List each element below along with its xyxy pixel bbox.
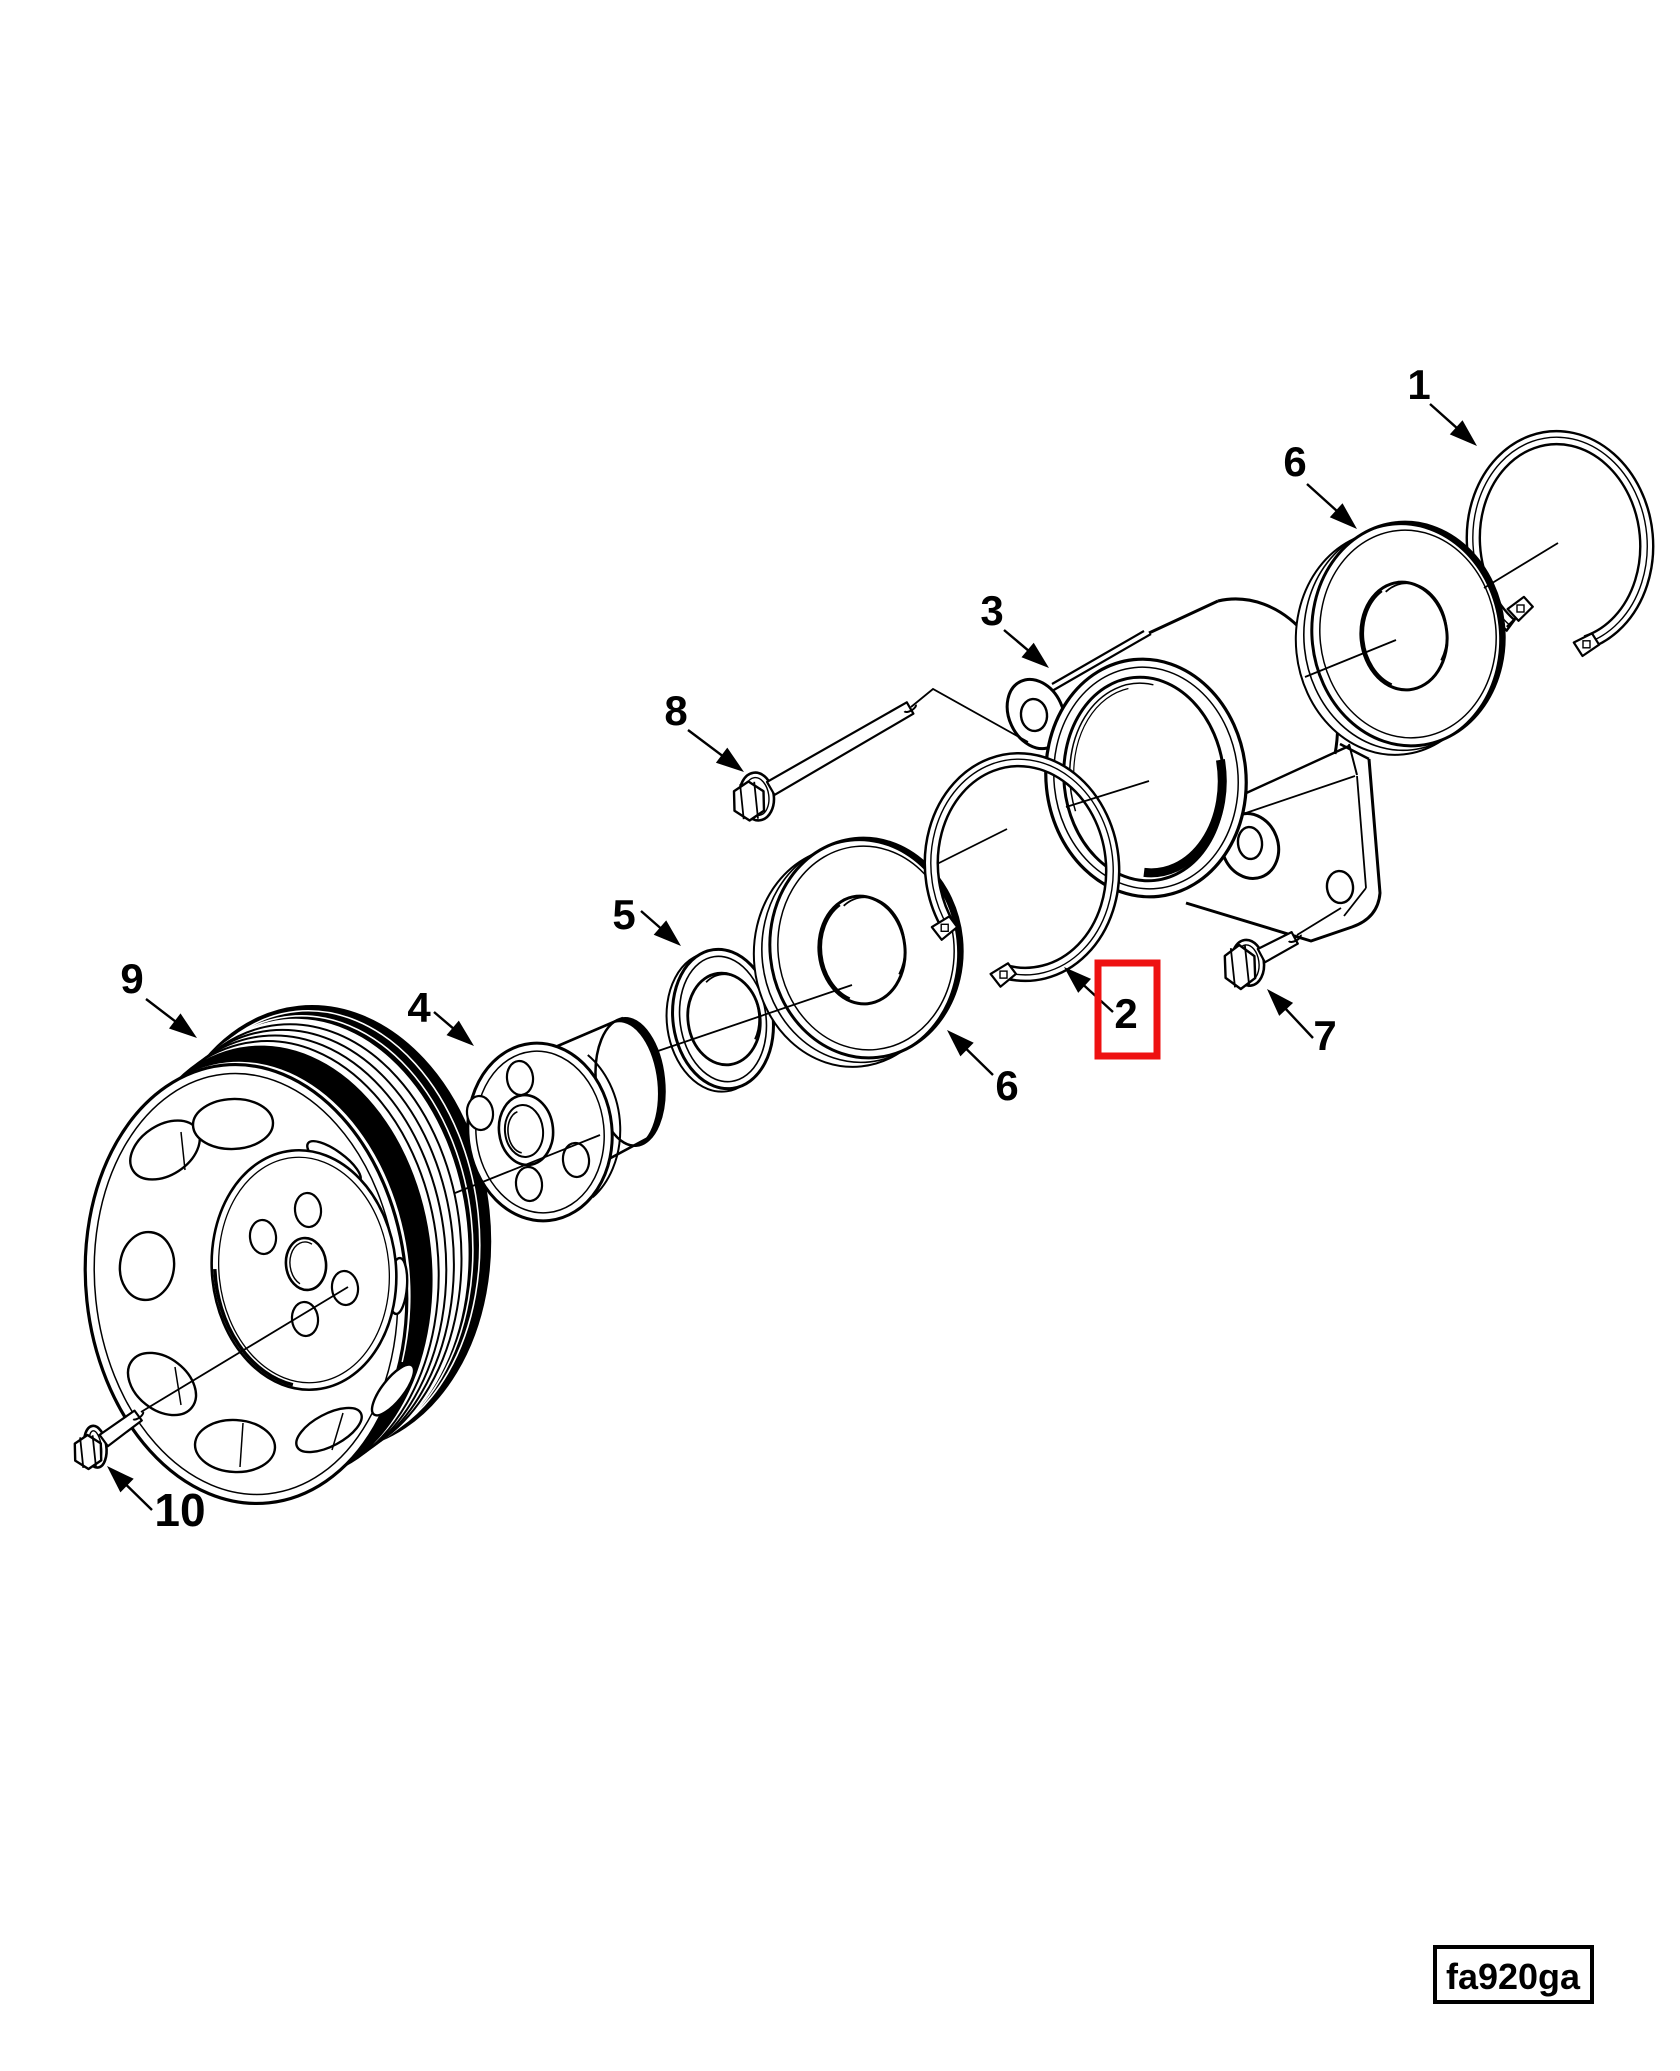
svg-text:5: 5	[612, 891, 635, 938]
svg-text:1: 1	[1407, 361, 1430, 408]
svg-text:2: 2	[1114, 990, 1137, 1037]
svg-text:10: 10	[154, 1484, 205, 1536]
svg-text:6: 6	[995, 1062, 1018, 1109]
svg-text:6: 6	[1283, 438, 1306, 485]
svg-text:8: 8	[664, 687, 687, 734]
svg-text:7: 7	[1313, 1012, 1336, 1059]
svg-text:3: 3	[980, 587, 1003, 634]
svg-text:fa920ga: fa920ga	[1446, 1956, 1581, 1997]
svg-text:4: 4	[407, 984, 431, 1031]
svg-text:9: 9	[120, 955, 143, 1002]
